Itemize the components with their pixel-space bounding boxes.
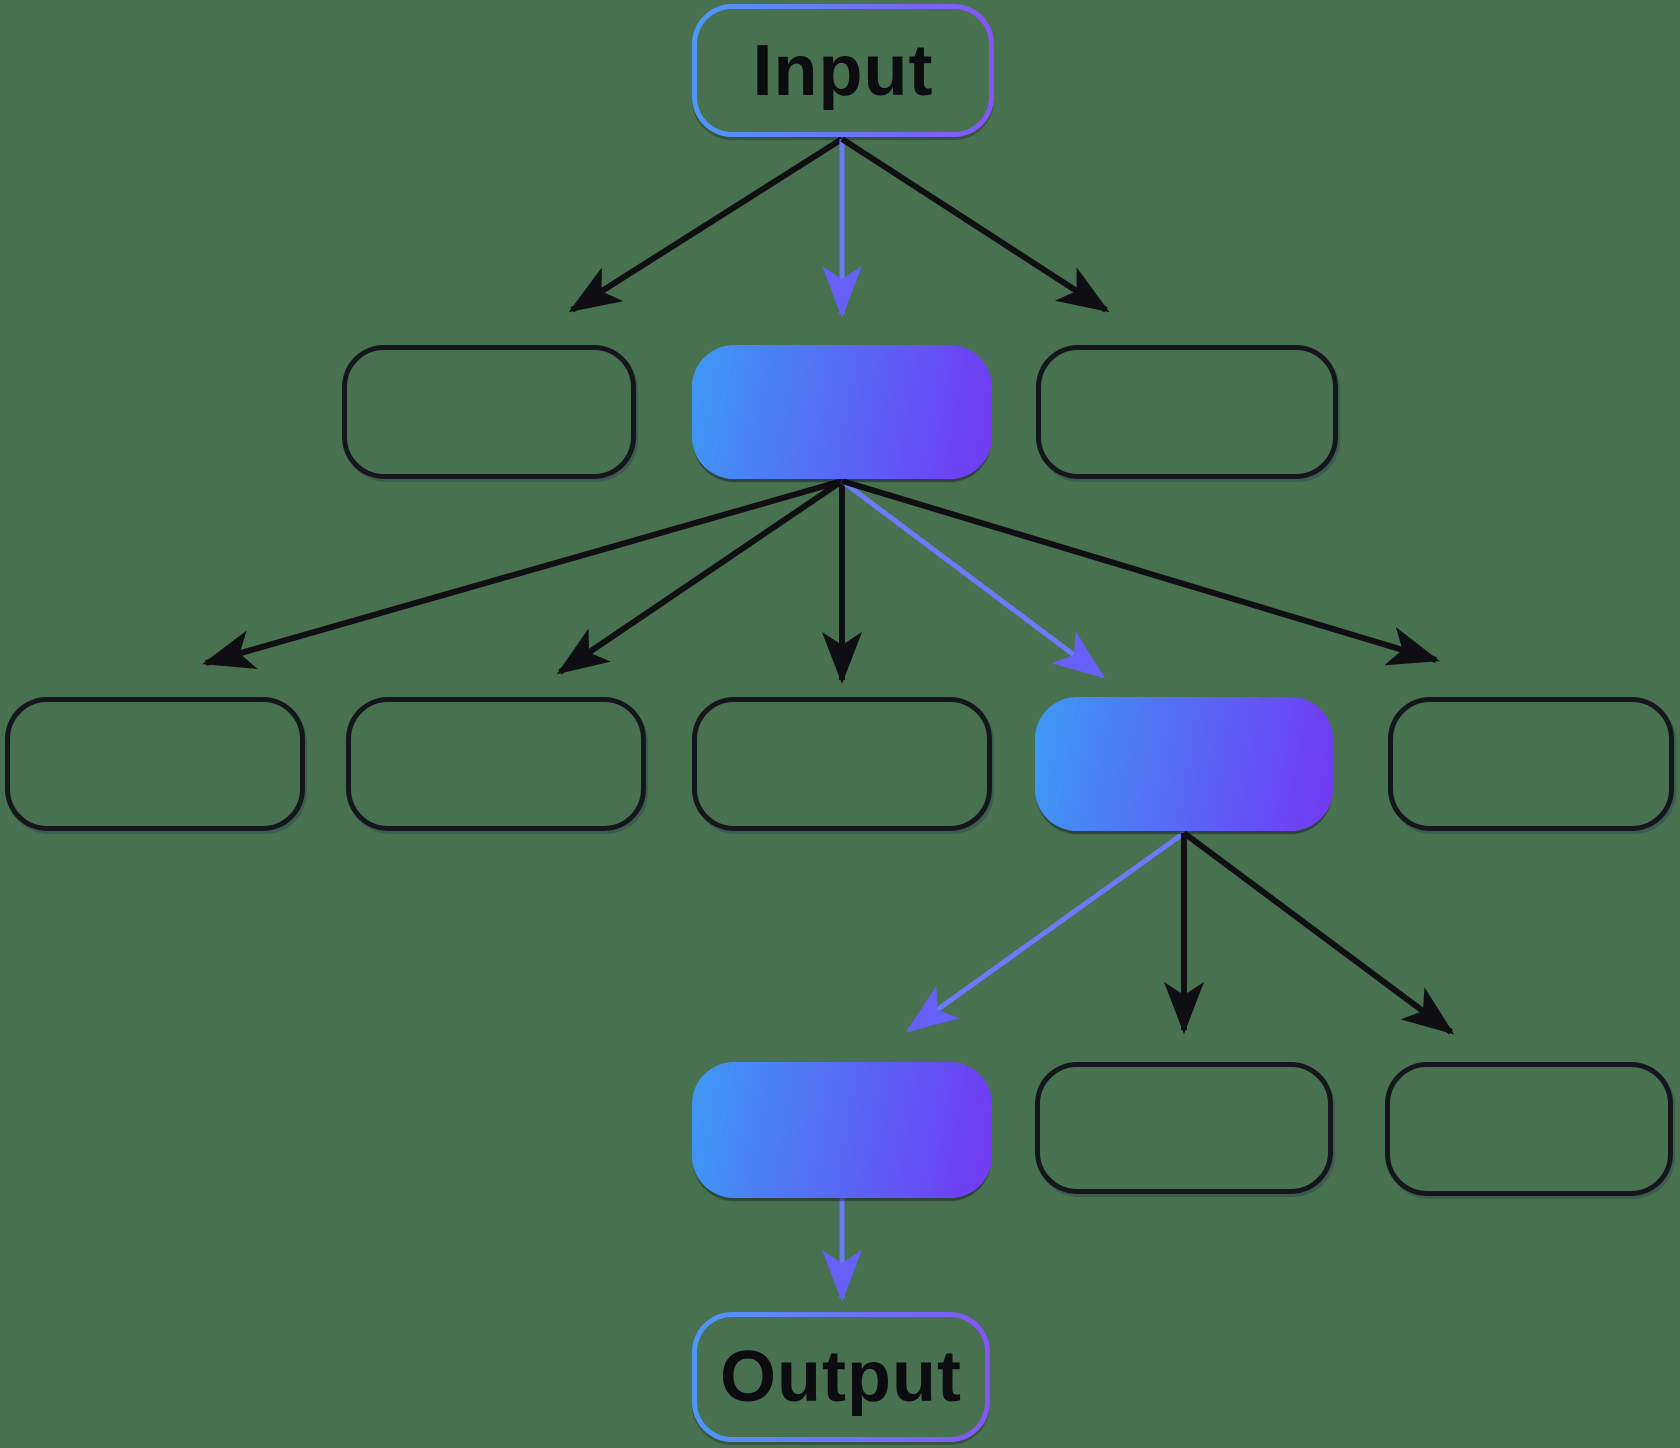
edge-l2-to-l3-node3 [1182, 830, 1455, 1035]
level3-node-3 [1385, 1062, 1673, 1196]
input-node-inner: Input [697, 9, 989, 132]
edge-input-to-l1-right [840, 136, 1110, 313]
edge-l2-to-l3-node1 [905, 830, 1186, 1033]
level3-node-2 [1035, 1062, 1333, 1194]
level2-node-2 [346, 697, 646, 831]
output-node-inner: Output [697, 1317, 985, 1437]
edge-l1-to-l2-node1 [202, 478, 843, 670]
edge-l1-to-l2-node4 [840, 479, 1106, 679]
level2-node-1 [5, 697, 305, 831]
level2-node-5 [1388, 697, 1674, 831]
input-node: Input [692, 4, 994, 137]
output-label: Output [720, 1337, 962, 1417]
level1-node-right [1036, 345, 1338, 479]
edge-input-to-l1-left [568, 136, 844, 313]
level1-node-left [342, 345, 636, 479]
input-label: Input [752, 30, 934, 111]
level3-node-1-highlighted [692, 1062, 992, 1198]
output-node: Output [692, 1312, 990, 1442]
level1-node-center-highlighted [692, 345, 992, 479]
level2-node-3 [692, 697, 992, 831]
edge-l1-to-l2-node5 [841, 478, 1440, 666]
edge-l1-to-l2-node2 [556, 478, 844, 675]
level2-node-4-highlighted [1035, 697, 1333, 831]
